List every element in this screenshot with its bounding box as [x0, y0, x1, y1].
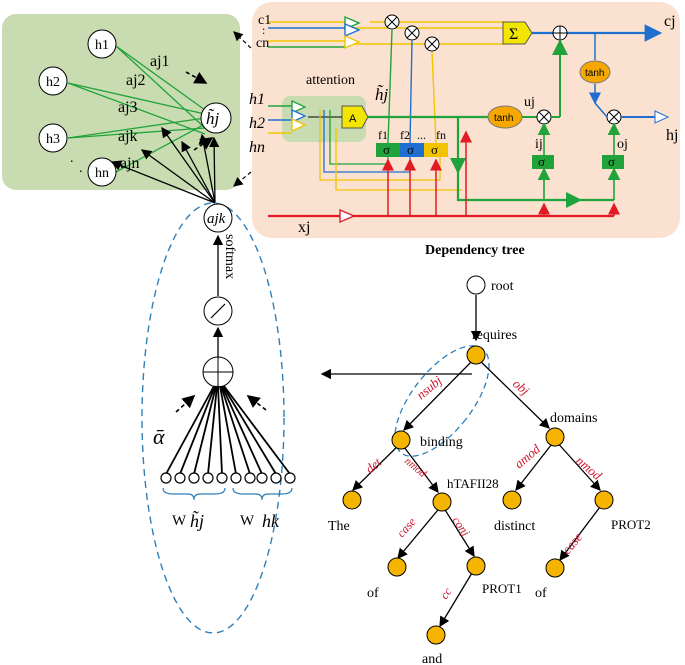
svg-text:h̃j: h̃j [206, 109, 220, 128]
highlight-ellipse [394, 345, 490, 457]
svg-text:σ: σ [383, 142, 390, 157]
edge-nmod-1: nmod [402, 455, 429, 480]
word-the: The [328, 519, 350, 534]
svg-text:tanh: tanh [494, 113, 513, 124]
ajk-node [203, 203, 233, 233]
connector-top [233, 31, 252, 49]
connector-bottom [233, 171, 252, 187]
h-out: hj [666, 127, 678, 144]
f1-label: f1 [378, 128, 388, 142]
sigma-fn [424, 143, 448, 157]
word-of-1: of [367, 586, 379, 601]
softmax-label: softmax [222, 234, 237, 279]
svg-text:Σ: Σ [509, 26, 518, 43]
tree-lstm-cell: c1 : cn Σ cj tanh h [249, 2, 680, 258]
svg-text:σ: σ [407, 142, 414, 157]
word-and: and [422, 652, 442, 665]
svg-text:...: ... [417, 128, 426, 142]
sum-block [502, 21, 533, 45]
hk-label: hk [262, 511, 280, 531]
svg-text::: : [262, 23, 265, 37]
attention-label: attention [306, 73, 355, 88]
svg-text:σ: σ [608, 154, 615, 169]
w-label-2: W [240, 513, 255, 529]
node-hn: hn [87, 157, 117, 187]
edge-det: det [362, 454, 384, 476]
node-target: h̃j [200, 102, 232, 134]
svg-text:A: A [349, 113, 357, 125]
tanh-cell [579, 60, 611, 84]
caption-dependency-tree: Dependency tree [425, 243, 525, 258]
word-htafii28: hTAFII28 [447, 476, 499, 491]
weight-aj3: aj3 [118, 99, 138, 116]
edge-nsubj: nsubj [413, 372, 445, 402]
node-h3: h3 [38, 123, 68, 153]
edge-amod: amod [511, 441, 543, 471]
alpha-label: ᾱ [153, 424, 165, 449]
f2-label: f2 [400, 128, 410, 142]
attention-ellipse [141, 202, 285, 634]
edge-obj: obj [510, 376, 533, 398]
x-input: xj [298, 219, 310, 236]
edge-cc: cc [437, 584, 455, 601]
node-h1: h1 [87, 29, 117, 59]
edge-case-2: case [559, 529, 585, 557]
h1-input: h1 [249, 91, 265, 108]
svg-text:.: . [79, 161, 83, 176]
ellipsis: . [70, 151, 74, 166]
attention-computation: ajk softmax ᾱ W h̃j [110, 126, 296, 634]
cell-background [252, 2, 680, 238]
dependency-tree: root requires binding domains The hTAFII… [328, 275, 651, 665]
weight-aj1: aj1 [150, 53, 170, 70]
svg-text:ajk: ajk [207, 211, 226, 227]
word-root: root [491, 279, 514, 294]
svg-text:tanh: tanh [585, 68, 604, 79]
attention-edges [67, 45, 206, 173]
sigma-f1 [376, 143, 400, 157]
svg-text:h2: h2 [46, 75, 60, 90]
edge-conj: conj [450, 514, 474, 539]
svg-text:h3: h3 [46, 132, 60, 147]
hn-input: hn [249, 139, 265, 156]
c-out: cj [664, 13, 676, 30]
h2-input: h2 [249, 115, 265, 132]
svg-text:h1: h1 [95, 38, 109, 53]
svg-text:σ: σ [431, 142, 438, 157]
node-h2: h2 [38, 66, 68, 96]
edge-case-1: case [394, 514, 419, 540]
word-distinct: distinct [494, 519, 535, 534]
word-prot2: PROT2 [611, 517, 651, 532]
sigma-f2 [400, 143, 424, 157]
u-label: uj [524, 95, 535, 110]
word-binding: binding [420, 435, 463, 450]
weight-aj2: aj2 [126, 72, 146, 89]
cn-label: cn [256, 36, 269, 51]
sigma-o [602, 155, 624, 169]
h-tilde-label: h̃j [190, 510, 204, 531]
o-label: oj [617, 137, 628, 152]
word-of-2: of [535, 586, 547, 601]
sigma-i [532, 155, 554, 169]
word-domains: domains [550, 411, 597, 426]
svg-text:hn: hn [95, 166, 109, 181]
c1-label: c1 [258, 13, 271, 28]
word-prot1: PROT1 [482, 581, 522, 596]
A-block [341, 105, 369, 129]
w-label-1: W [172, 513, 187, 529]
fn-label: fn [436, 128, 446, 142]
word-requires: requires [472, 328, 517, 343]
i-label: ij [535, 137, 543, 152]
context-attention-panel: h1 h2 h3 . . hn h̃j aj1 aj2 aj3 ajk ajn [2, 14, 240, 190]
attention-out-label: h̃j [375, 85, 389, 104]
svg-text:σ: σ [538, 154, 545, 169]
weight-ajk: ajk [118, 128, 138, 145]
